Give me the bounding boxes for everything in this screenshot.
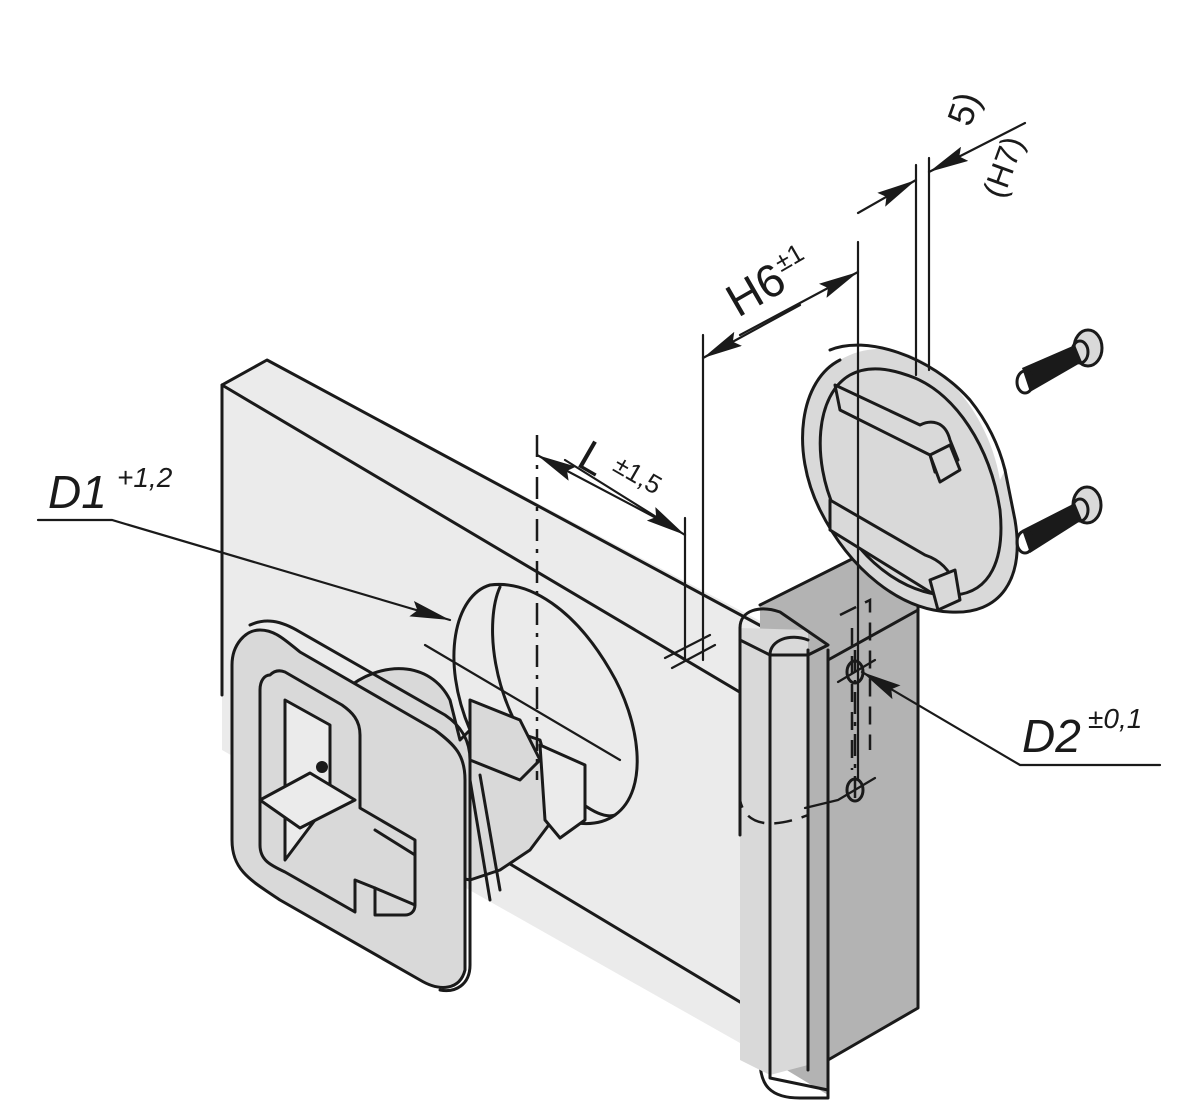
dimension-d1: D1 +1,2 bbox=[36, 462, 452, 622]
h7-note: 5) bbox=[939, 87, 988, 131]
d2-symbol: D2 bbox=[1022, 710, 1081, 762]
dimension-d2: D2 ±0,1 bbox=[860, 670, 1162, 767]
screw-bottom bbox=[1015, 485, 1103, 555]
screw-top bbox=[1015, 328, 1104, 395]
dimension-h7: 5) (H7) bbox=[856, 87, 1031, 215]
d2-tolerance: ±0,1 bbox=[1088, 703, 1142, 734]
d1-tolerance: +1,2 bbox=[117, 462, 173, 493]
extension-lines bbox=[423, 156, 931, 782]
d2-mounting-holes bbox=[803, 650, 877, 810]
dimension-h6: H6 ±1 bbox=[701, 237, 860, 360]
cam-disc bbox=[801, 343, 1019, 614]
l-symbol: L bbox=[570, 431, 616, 486]
cam-latch bbox=[230, 619, 587, 993]
h7-symbol: (H7) bbox=[976, 132, 1031, 203]
d1-symbol: D1 bbox=[48, 466, 107, 518]
mounting-bracket bbox=[738, 543, 920, 1100]
